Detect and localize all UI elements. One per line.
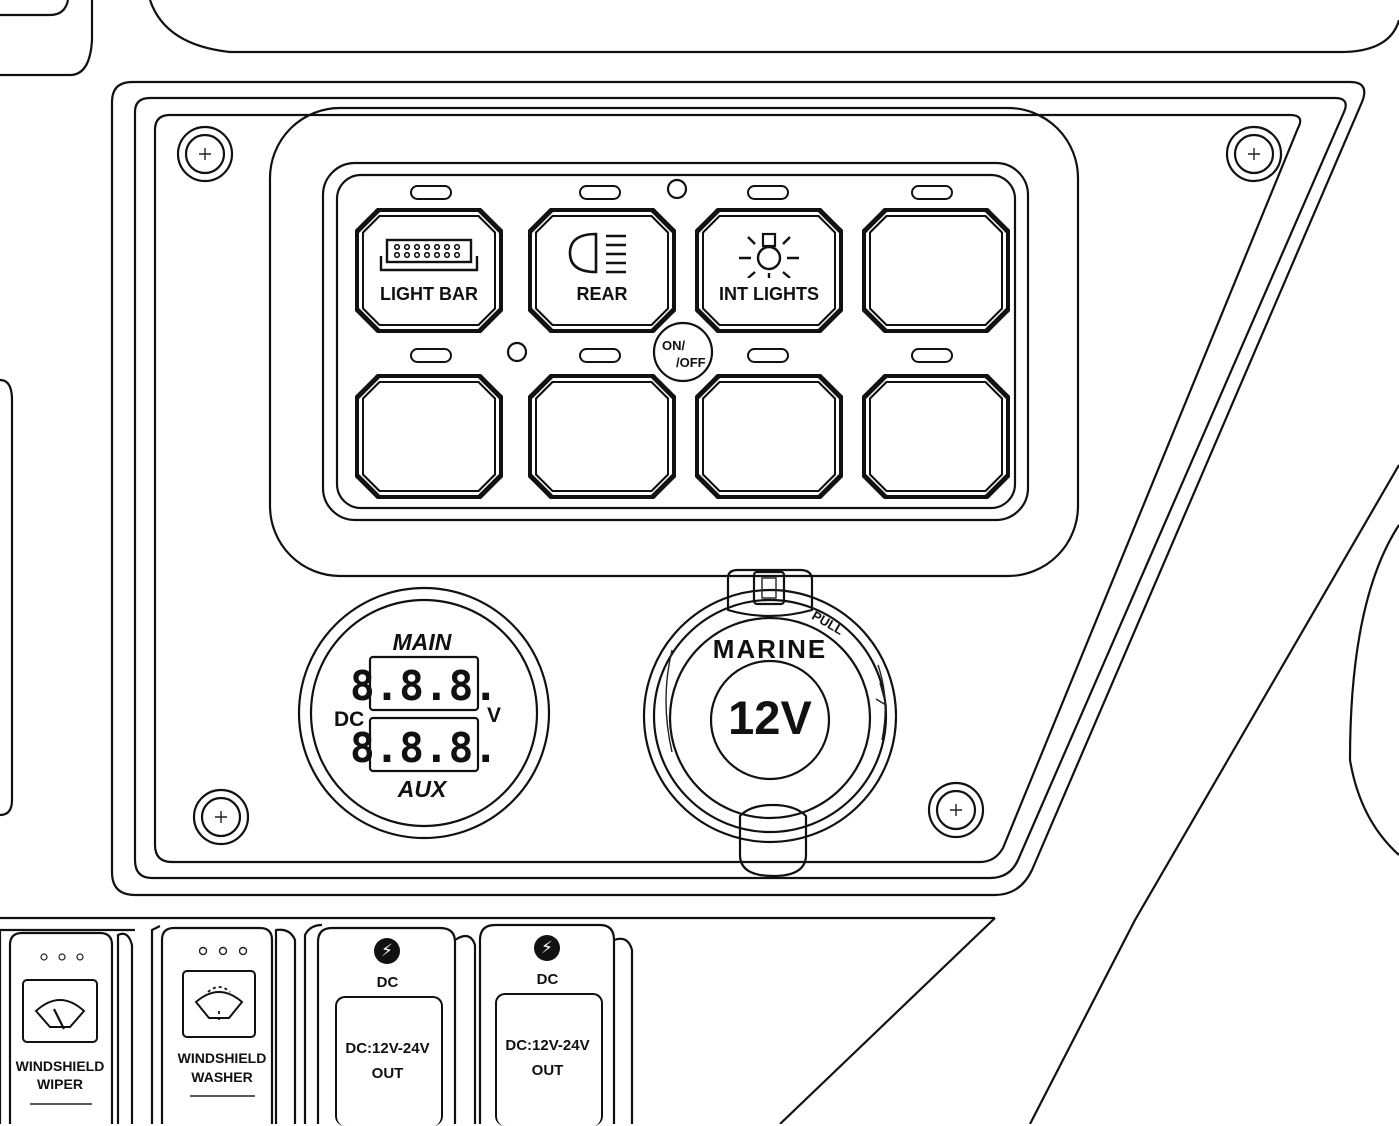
voltmeter-aux-label: AUX <box>397 776 448 802</box>
led-7 <box>747 348 789 363</box>
switch-rear[interactable]: REAR <box>528 208 676 333</box>
power-socket: 12V MARINE <box>642 588 898 844</box>
switch-int-lights[interactable]: INT LIGHTS <box>695 208 843 333</box>
light-bar-icon <box>355 226 503 278</box>
wiper-label-line2: WIPER <box>37 1076 83 1092</box>
dc-out-2-line2: OUT <box>531 1062 564 1079</box>
socket-voltage-label: 12V <box>728 691 812 744</box>
led-8 <box>911 348 953 363</box>
socket-brand-label: MARINE <box>713 634 828 664</box>
switch-light-bar-label: LIGHT BAR <box>380 284 478 304</box>
dc-out-2-socket <box>495 993 603 1126</box>
voltmeter-main-display <box>368 655 480 712</box>
switch-int-lights-label: INT LIGHTS <box>719 284 819 304</box>
switch-6[interactable] <box>528 374 676 499</box>
led-4 <box>911 185 953 200</box>
washer-icon <box>182 970 256 1038</box>
voltmeter: MAIN AUX DC V 8.8.8. 8.8.8. <box>297 586 551 840</box>
led-6 <box>579 348 621 363</box>
led-3 <box>747 185 789 200</box>
rocker-dc-out-1[interactable]: ⚡ DC DC:12V-24V OUT <box>330 938 445 1126</box>
dc-out-2-top: DC <box>536 971 559 988</box>
status-dot-top <box>666 178 688 200</box>
bezel-plate <box>110 80 1366 897</box>
washer-label-line2: WASHER <box>191 1069 253 1085</box>
voltmeter-main-reading: 8.8.8. <box>350 662 498 710</box>
screw-top-left <box>176 125 234 183</box>
switch-5[interactable] <box>355 374 503 499</box>
switch-8[interactable] <box>862 374 1010 499</box>
screw-top-right <box>1225 125 1283 183</box>
voltmeter-dc-label: DC <box>334 708 364 731</box>
power-button[interactable]: ON/ /OFF <box>652 321 714 383</box>
dc-out-1-line2: OUT <box>371 1065 404 1082</box>
status-dot-left <box>506 341 528 363</box>
rocker-dc-out-2[interactable]: ⚡ DC DC:12V-24V OUT <box>490 935 605 1126</box>
dc-out-1-line1: DC:12V-24V <box>345 1040 430 1057</box>
voltmeter-aux-reading: 8.8.8. <box>350 724 498 772</box>
wiper-label-line1: WINDSHIELD <box>15 1058 105 1074</box>
dc-out-1-top: DC <box>376 974 399 991</box>
voltmeter-aux-display <box>368 716 480 773</box>
rocker-switch-frames <box>0 923 634 1124</box>
voltmeter-main-label: MAIN <box>393 629 452 655</box>
switch-7[interactable] <box>695 374 843 499</box>
switch-rear-label: REAR <box>576 284 628 304</box>
switch-panel <box>268 106 1080 578</box>
switch-4[interactable] <box>862 208 1010 333</box>
switch-light-bar[interactable]: LIGHT BAR <box>355 208 503 333</box>
screw-bottom-left <box>192 788 250 846</box>
power-button-on-label: ON/ <box>662 338 686 353</box>
led-1 <box>410 185 452 200</box>
rocker-windshield-washer[interactable]: WINDSHIELD WASHER <box>178 968 268 1088</box>
voltmeter-v-label: V <box>487 704 501 727</box>
interior-light-icon <box>695 226 843 279</box>
led-2 <box>579 185 621 200</box>
rocker-windshield-wiper[interactable]: WINDSHIELD WIPER <box>16 975 108 1095</box>
power-button-off-label: /OFF <box>676 355 706 370</box>
washer-label-line1: WINDSHIELD <box>177 1050 267 1066</box>
lightning-icon: ⚡ <box>534 935 560 961</box>
led-5 <box>410 348 452 363</box>
indicator-leds <box>410 178 953 363</box>
rear-light-icon <box>528 226 676 278</box>
screw-bottom-right <box>927 781 985 839</box>
dc-out-2-line1: DC:12V-24V <box>505 1037 590 1054</box>
dc-out-1-socket <box>335 996 443 1126</box>
lightning-icon: ⚡ <box>374 938 400 964</box>
wiper-icon <box>22 979 98 1043</box>
